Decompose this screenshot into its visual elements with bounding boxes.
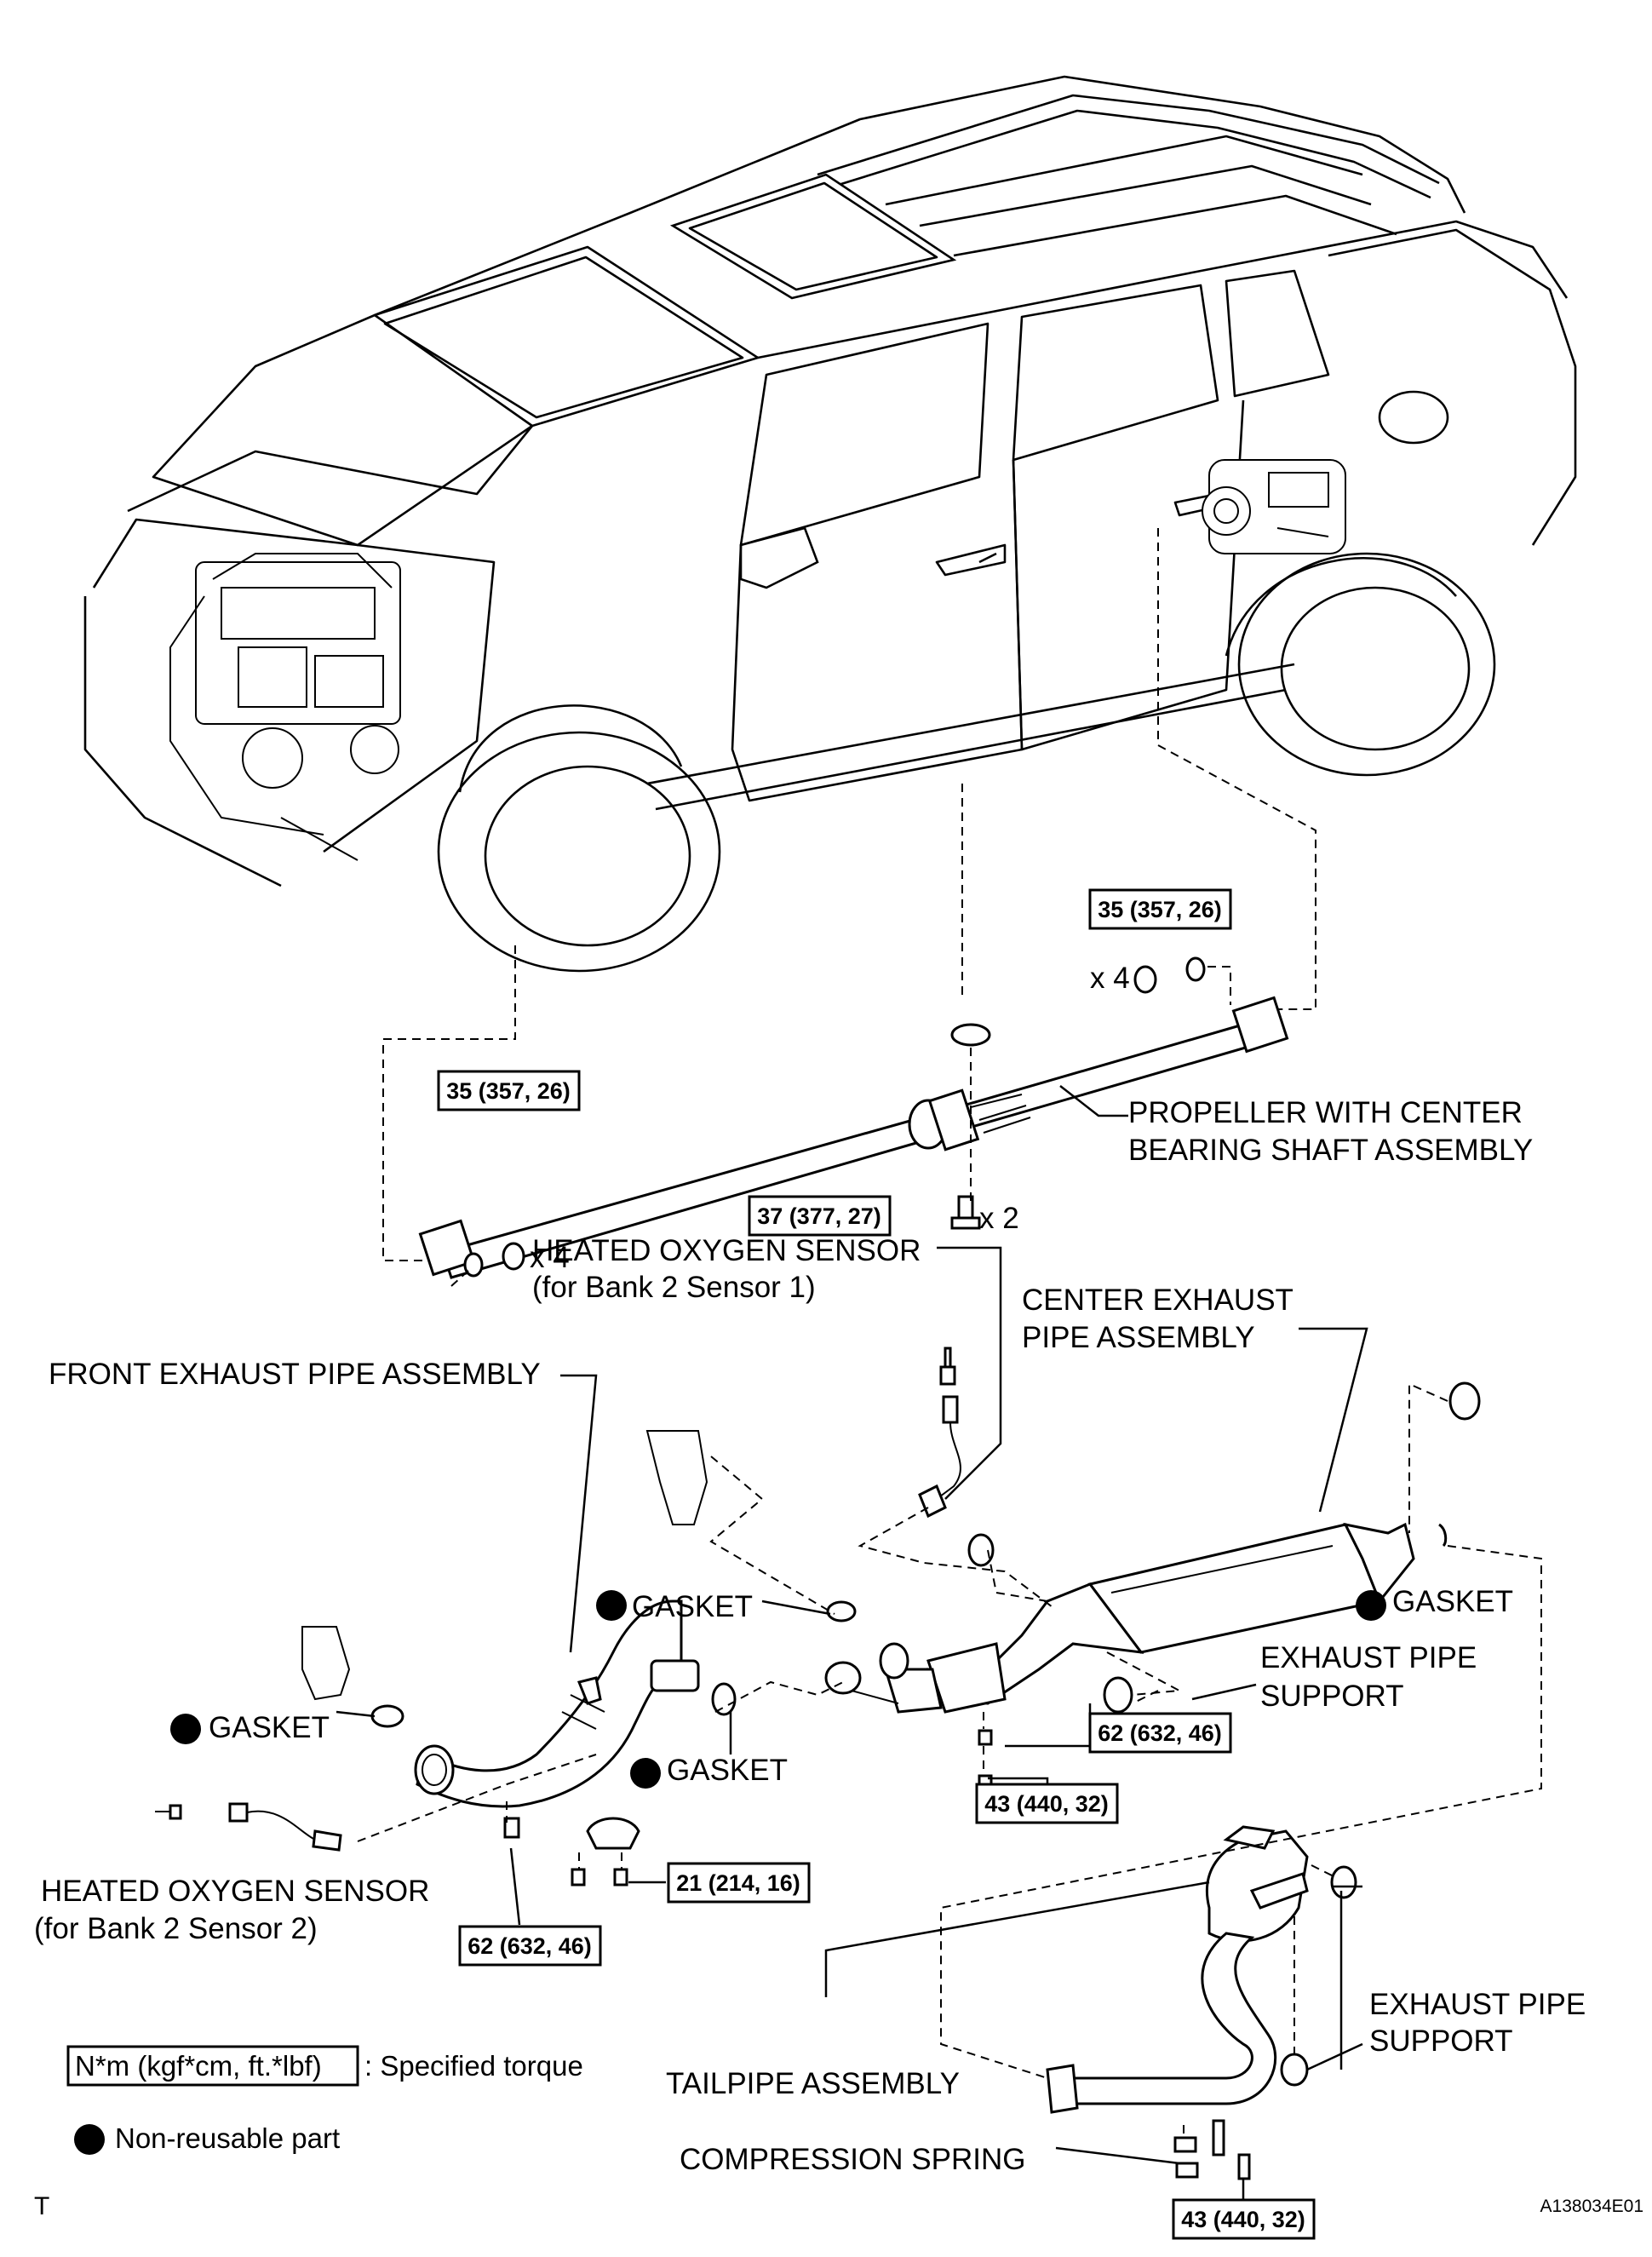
torque-spec-35-upper: 35 (357, 26) [1088, 888, 1232, 930]
label-tailpipe: TAILPIPE ASSEMBLY [666, 2067, 960, 2100]
center-exhaust-pipe [824, 1522, 1415, 1714]
torque-spec-21: 21 (214, 16) [667, 1862, 811, 1904]
label-propeller-line2: BEARING SHAFT ASSEMBLY [1128, 1134, 1533, 1167]
engine-icon [169, 553, 401, 861]
label-front-exhaust: FRONT EXHAUST PIPE ASSEMBLY [49, 1358, 541, 1391]
label-exhaust-support-2-line2: SUPPORT [1369, 2024, 1513, 2058]
oxygen-sensor-bank2-sensor2 [155, 1802, 342, 1852]
qty-x4-upper: x 4 [1090, 962, 1130, 995]
legend: N*m (kgf*cm, ft.*lbf) : Specified torque… [66, 2045, 583, 2155]
label-exhaust-support-1-line2: SUPPORT [1260, 1680, 1404, 1713]
svg-text:21 (214, 16): 21 (214, 16) [676, 1870, 800, 1896]
label-center-exhaust-line1: CENTER EXHAUST [1022, 1284, 1293, 1317]
qty-x4-lower: x 4 [530, 1241, 570, 1274]
propeller-shaft [418, 956, 1289, 1287]
label-gasket-2: GASKET [1392, 1585, 1513, 1618]
label-ho2-s2-line2: (for Bank 2 Sensor 2) [34, 1912, 318, 1945]
leader-lines [336, 1085, 1368, 2202]
part-guides [357, 1382, 1542, 2138]
svg-text:35 (357, 26): 35 (357, 26) [446, 1078, 571, 1104]
label-ho2-s2-line1: HEATED OXYGEN SENSOR [41, 1875, 429, 1908]
installation-guides [382, 528, 1316, 1261]
svg-text:37 (377, 27): 37 (377, 27) [757, 1203, 881, 1229]
torque-spec-43-tailpipe: 43 (440, 32) [1172, 2198, 1316, 2240]
torque-spec-37: 37 (377, 27) [748, 1195, 892, 1237]
label-gasket-3: GASKET [209, 1711, 330, 1744]
nonreusable-dot [630, 1758, 661, 1789]
svg-text:43 (440, 32): 43 (440, 32) [1181, 2207, 1305, 2232]
tailpipe [1046, 1825, 1309, 2114]
vehicle-illustration [83, 75, 1577, 973]
torque-spec-62-center: 62 (632, 46) [1088, 1712, 1232, 1754]
nonreusable-dot [170, 1714, 201, 1744]
label-gasket-4: GASKET [667, 1754, 788, 1787]
rear-differential-icon [1202, 459, 1346, 554]
torque-spec-43-center: 43 (440, 32) [975, 1783, 1119, 1824]
nonreusable-dot [1356, 1590, 1386, 1621]
torque-spec-35-lower: 35 (357, 26) [437, 1070, 581, 1111]
front-exhaust-pipe [414, 1599, 700, 1808]
label-ho2-s1-line2: (for Bank 2 Sensor 1) [532, 1271, 816, 1304]
corner-mark: T [34, 2192, 49, 2220]
label-gasket-1: GASKET [632, 1590, 753, 1623]
legend-nonreusable: Non-reusable part [115, 2122, 340, 2154]
svg-text:62 (632, 46): 62 (632, 46) [1098, 1720, 1222, 1746]
legend-torque-key: N*m (kgf*cm, ft.*lbf) [75, 2050, 322, 2082]
torque-spec-62-front: 62 (632, 46) [458, 1925, 602, 1967]
nonreusable-dot [74, 2124, 105, 2155]
label-exhaust-support-2-line1: EXHAUST PIPE [1369, 1988, 1586, 2021]
label-center-exhaust-line2: PIPE ASSEMBLY [1022, 1321, 1255, 1354]
qty-x2: x 2 [979, 1202, 1019, 1235]
svg-text:35 (357, 26): 35 (357, 26) [1098, 897, 1222, 922]
svg-text:62 (632, 46): 62 (632, 46) [467, 1933, 592, 1959]
nonreusable-dot [596, 1590, 627, 1621]
label-compression-spring: COMPRESSION SPRING [680, 2143, 1025, 2176]
label-ho2-s1-line1: HEATED OXYGEN SENSOR [532, 1234, 921, 1267]
figure-id: A138034E01 [1540, 2197, 1643, 2216]
label-propeller-line1: PROPELLER WITH CENTER [1128, 1096, 1523, 1129]
heat-shield-icon [301, 1430, 708, 1701]
legend-torque-desc: : Specified torque [364, 2050, 583, 2082]
svg-text:43 (440, 32): 43 (440, 32) [984, 1791, 1109, 1817]
label-exhaust-support-1-line1: EXHAUST PIPE [1260, 1641, 1477, 1674]
